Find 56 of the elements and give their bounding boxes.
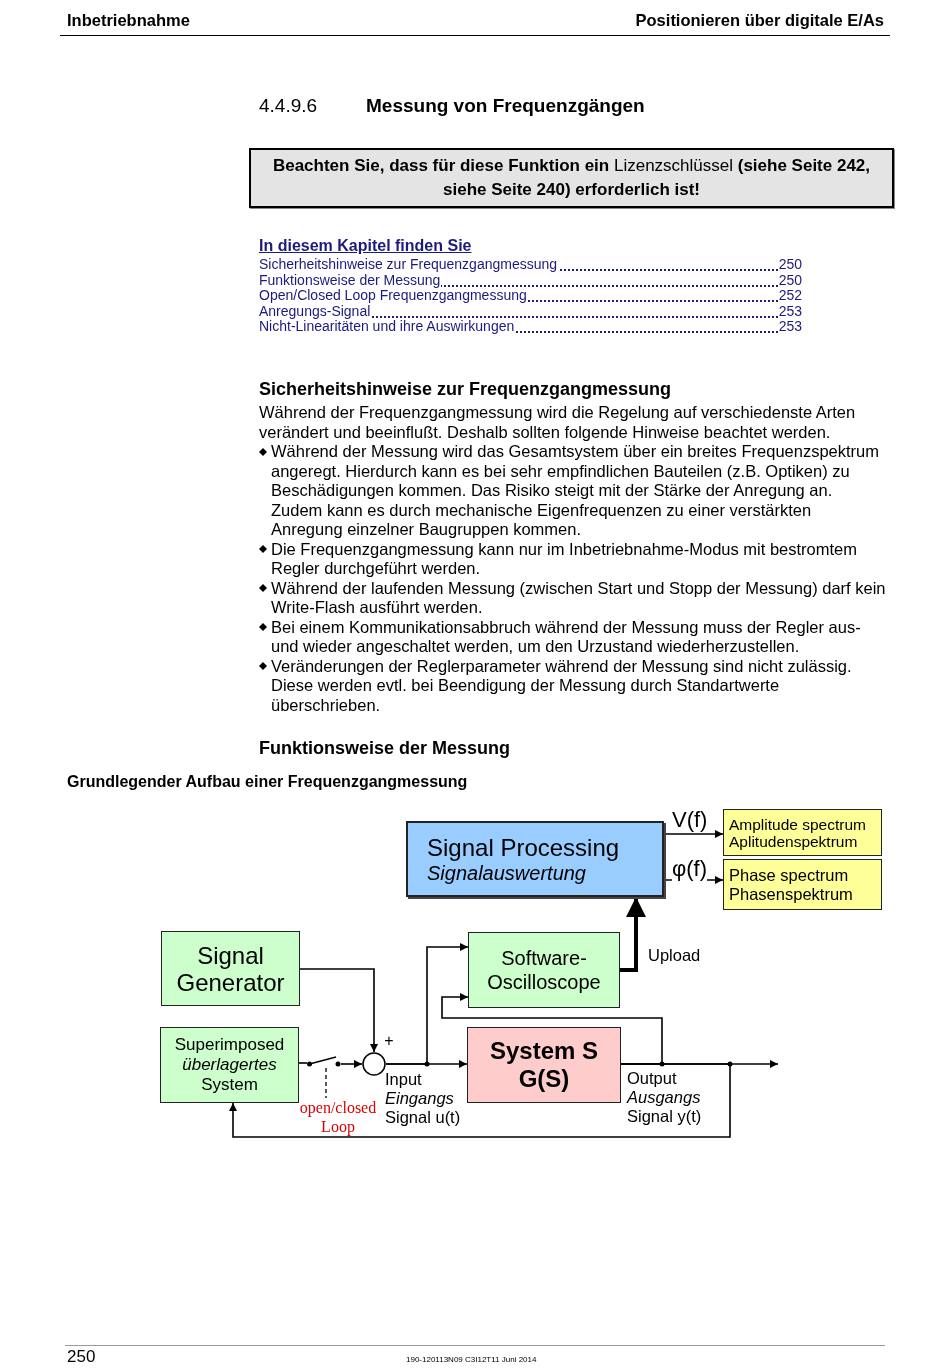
- bullet-text: Bei einem Kommunikationsabbruch während der Messung muss der Regler aus- und wieder angeschaltet werden, um den Urzustand wiederherzustellen.: [271, 617, 862, 657]
- arrow: [663, 830, 724, 838]
- block-text: Signalauswertung: [427, 861, 586, 885]
- bullet-text: Die Frequenzgangmessung kann nur im Inbetriebnahme-Modus mit bestromtem Regler durchgeführt werden.: [271, 539, 859, 579]
- subsection-heading: Sicherheitshinweise zur Frequenzgangmessung: [259, 378, 673, 400]
- summing-junction: [362, 1052, 386, 1076]
- arrow: [229, 1063, 731, 1138]
- block-box: [723, 809, 882, 856]
- header-chapter: Positionieren über digitale E/As: [635, 11, 884, 30]
- block-text: System S G(S): [488, 1037, 600, 1093]
- arrow: [620, 897, 646, 972]
- document-number: 190-120113N09 C3I12T11 Juni 2014: [406, 1355, 537, 1364]
- signal-label: Input Eingangs Signal u(t): [385, 1070, 462, 1127]
- toc-page-number: 250: [777, 257, 802, 273]
- signal-label: Output Ausgangs Signal y(t): [627, 1069, 703, 1126]
- section-number: 4.4.9.6: [259, 95, 318, 117]
- arrow: [299, 968, 378, 1053]
- block-text: Superimposed überlagertes System: [173, 1035, 286, 1095]
- arrow: [441, 993, 663, 1065]
- block-box: [467, 1027, 621, 1103]
- block-text: Signal Generator: [175, 941, 286, 996]
- bullet-text: Während der laufenden Messung (zwischen Start und Stopp der Messung) darf kein Write-Flash ausführt werden.: [271, 578, 886, 618]
- arrow: [620, 1060, 779, 1068]
- page-number: 250: [67, 1347, 96, 1367]
- node-caption: +: [383, 1031, 395, 1050]
- diagram-title: Grundlegender Aufbau einer Frequenzgangmessung: [67, 773, 468, 791]
- block-text: Phasenspektrum: [729, 884, 853, 904]
- toc-entry: Sicherheitshinweise zur Frequenzgangmessung: [259, 257, 559, 273]
- block-text: Signal Processing: [427, 833, 620, 861]
- arrow: [385, 943, 469, 1065]
- bullet-text: Während der Messung wird das Gesamtsystem über ein breites Frequenzspektrum angeregt. Hierdurch kann es bei sehr empfindlichen Bauteilen (z.B. Optiken) zu Beschädigungen kommen. Das Risiko steigt mit der Stärke der Anregung an. Zudem kann es durch mechanische Eigenfrequenzen zu einer verstärkten Anregung einzelner Baugruppen kommen.: [271, 442, 880, 540]
- toc-page-number: 252: [777, 288, 802, 304]
- block-text: Software-Oscilloscope: [486, 946, 602, 994]
- toc-page-number: 253: [777, 319, 802, 335]
- section-title: Messung von Frequenzgängen: [366, 95, 645, 117]
- paragraph: Während der Frequenzgangmessung wird die Regelung auf verschiedenste Arten verändert und beeinflußt. Deshalb sollten folgende Hinweise beachtet werden.: [259, 403, 857, 442]
- toc-entry: Open/Closed Loop Frequenzgangmessung: [259, 288, 528, 304]
- block-box: [468, 932, 620, 1008]
- block-box: [161, 931, 300, 1006]
- edge-label: Upload: [648, 946, 701, 965]
- arrow: [340, 1060, 363, 1068]
- block-box: [160, 1027, 299, 1103]
- notice-box: Beachten Sie, dass für diese Funktion ein Lizenzschlüssel (siehe Seite 242, siehe Seite 240) erforderlich ist!: [249, 148, 894, 208]
- block-text: Phase spectrum: [729, 865, 849, 885]
- edge-label: V(f): [672, 808, 708, 832]
- block-text: Amplitude spectrum: [729, 815, 866, 833]
- subsection-heading: Funktionsweise der Messung: [259, 737, 511, 759]
- block-box: [406, 821, 664, 897]
- toc-heading: In diesem Kapitel finden Sie: [259, 237, 473, 255]
- header-title: Inbetriebnahme: [67, 11, 190, 30]
- toc-entry: Nicht-Linearitäten und ihre Auswirkungen: [259, 319, 516, 335]
- block-box: [723, 859, 882, 910]
- switch-label: open/closed Loop: [298, 1098, 378, 1136]
- edge-label: φ(f): [672, 857, 708, 881]
- block-text: Aplitudenspektrum: [729, 832, 858, 850]
- bullet-text: Veränderungen der Reglerparameter während der Messung sind nicht zulässig. Diese werden evtl. bei Beendigung der Messung durch Standartwerte überschrieben.: [271, 656, 853, 715]
